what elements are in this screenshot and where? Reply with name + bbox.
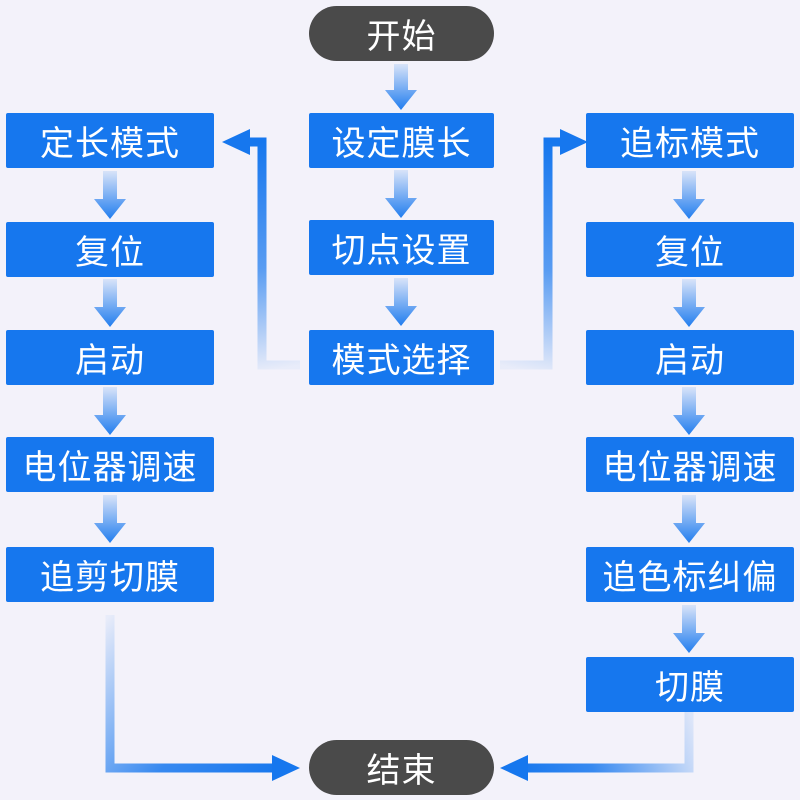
start-terminal: 开始 [309,6,494,61]
right-end-connector [528,712,694,773]
mode-select-step: 模式选择 [309,330,494,385]
down-arrow [673,387,705,435]
left-end-arrowhead [272,755,300,781]
mark-tracking-mode-step: 追标模式 [586,113,794,168]
down-arrow [385,170,417,218]
left-chase-cut-step: 追剪切膜 [6,547,214,602]
right-cut-film-step: 切膜 [586,657,794,712]
right-end-arrowhead [500,755,528,781]
down-arrow [94,387,126,435]
down-arrow [673,495,705,543]
down-arrow [673,171,705,219]
right-speed-adjust-step: 电位器调速 [586,437,794,492]
fixed-length-mode-step: 定长模式 [6,113,214,168]
down-arrow [673,605,705,653]
left-speed-adjust-step: 电位器调速 [6,437,214,492]
branch-left-arrowhead [222,129,250,155]
down-arrow [94,171,126,219]
branch-left-connector [250,137,300,370]
left-reset-step: 复位 [6,222,214,277]
branch-right-arrowhead [560,129,588,155]
down-arrow [385,64,417,110]
left-end-connector [105,615,272,773]
right-reset-step: 复位 [586,222,794,277]
right-color-mark-correction-step: 追色标纠偏 [586,547,794,602]
right-start-step: 启动 [586,330,794,385]
end-terminal: 结束 [309,740,494,795]
down-arrow [94,495,126,543]
cut-point-setting-step: 切点设置 [309,220,494,275]
set-film-length-step: 设定膜长 [309,113,494,168]
branch-right-connector [500,137,560,370]
down-arrow [673,279,705,327]
left-start-step: 启动 [6,330,214,385]
down-arrow [385,278,417,326]
down-arrow [94,279,126,327]
